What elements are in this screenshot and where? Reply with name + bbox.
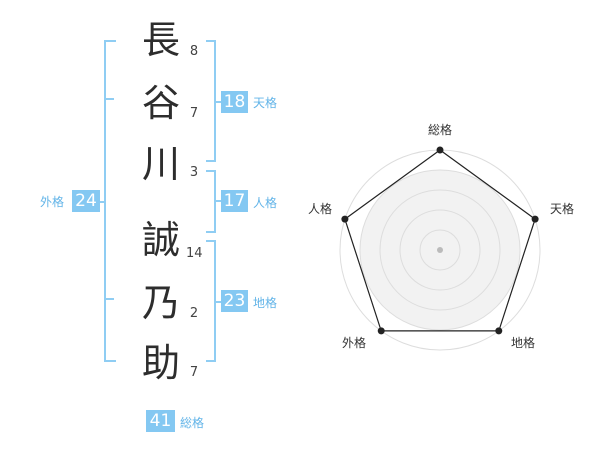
jinkaku-label: 人格	[253, 196, 278, 210]
radar-label-soukaku: 総格	[428, 122, 452, 137]
name-char-5: 乃	[141, 281, 180, 325]
soukaku-value-badge: 41	[146, 410, 175, 432]
radar-vertex-tenkaku	[531, 215, 539, 223]
name-char-3: 川	[141, 142, 180, 186]
name-char-4: 誠	[141, 218, 180, 262]
stroke-count-3: 3	[189, 165, 199, 180]
chikaku-connector	[214, 301, 222, 303]
radar-vertices	[341, 146, 539, 335]
jinkaku-value-badge: 17	[221, 190, 248, 212]
stroke-count-6: 7	[189, 365, 199, 380]
chikaku-value-badge: 23	[221, 290, 248, 312]
radar-label-gaikaku: 外格	[342, 335, 366, 350]
tenkaku-connector	[214, 101, 222, 103]
gaikaku-bracket	[104, 40, 116, 362]
soukaku-label: 総格	[180, 416, 205, 430]
stroke-count-5: 2	[189, 306, 199, 321]
name-char-2: 谷	[141, 81, 180, 125]
tenkaku-value-badge: 18	[221, 91, 248, 113]
tenkaku-label: 天格	[253, 96, 278, 110]
stroke-count-2: 7	[189, 106, 199, 121]
gaikaku-bracket-tick-2	[104, 298, 114, 300]
radar-center-dot	[437, 247, 443, 253]
gaikaku-bracket-tick-1	[104, 98, 114, 100]
chikaku-label: 地格	[253, 296, 278, 310]
jinkaku-connector	[214, 200, 222, 202]
radar-vertex-jinkaku	[341, 215, 349, 223]
radar-vertex-gaikaku	[377, 327, 385, 335]
radar-polygon	[344, 149, 536, 332]
name-char-6: 助	[141, 341, 180, 385]
stroke-count-4: 14	[186, 246, 203, 261]
radar-label-jinkaku: 人格	[308, 201, 332, 216]
radar-label-chikaku: 地格	[511, 335, 535, 350]
radar-vertex-chikaku	[495, 327, 503, 335]
radar-vertex-soukaku	[436, 146, 444, 154]
gaikaku-label: 外格	[40, 195, 65, 209]
gaikaku-value-badge: 24	[72, 190, 100, 212]
stroke-count-1: 8	[189, 44, 199, 59]
name-char-1: 長	[141, 18, 180, 62]
radar-label-tenkaku: 天格	[550, 201, 574, 216]
